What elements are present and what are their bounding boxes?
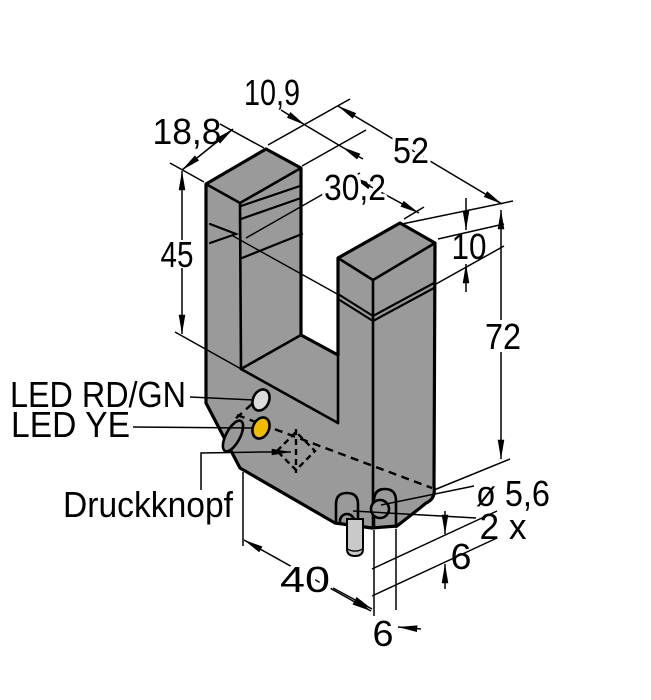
optical-window-line [239,196,303,221]
extension-line [219,123,265,149]
extension-line [401,200,514,225]
status-led-rd-gn [251,388,271,412]
sensor-body [204,147,437,558]
led-rd-gn-leader [189,396,255,401]
dim-10-9-arrow-left [280,109,306,126]
dim-label-overall-height: 72 [485,316,521,357]
body-edge-line [238,166,303,205]
body-edge-line [336,256,375,282]
body-edge-line [371,241,437,282]
teach-button-marker [275,430,317,472]
dim-label-hole-count: 2 x [480,506,527,547]
beam-axis-line [232,235,340,296]
dim-40-line [243,539,372,612]
led-ye-label: LED YE [11,404,130,445]
dim-6-bottom-arrow-left [332,587,373,610]
dim-label-hole-offset-bottom: 6 [373,613,394,654]
body-edge-line [239,333,303,371]
dim-label-arm-width: 10,9 [244,72,300,113]
optical-window-line [336,297,375,323]
dimension-lines [132,98,514,632]
extension-line [433,458,511,491]
dim-52-line [337,105,503,205]
dim-10-9-span [304,124,343,148]
led-rd-gn-label: LED RD/GN [10,374,186,415]
dim-label-housing-depth: 18,8 [153,111,222,152]
optical-window-line [371,286,436,323]
dim-label-hole-spacing: 40 [280,559,330,600]
mounting-notch-right [372,487,398,529]
beam-direction-arrow-icon [208,222,240,245]
dim-label-slot-depth: 45 [161,234,194,275]
push-button-label: Druckknopf [63,484,234,525]
extension-line [371,510,498,570]
body-edge-lines [204,166,437,529]
extension-line [267,98,351,146]
optical-window-line [371,281,436,318]
extension-line [403,206,425,220]
dim-label-overall-length: 52 [393,130,429,171]
body-edge-line [204,182,242,205]
extension-line [437,223,505,240]
dim-6-bottom-arrow-right [397,625,422,632]
extension-line [371,537,498,597]
led-ye-leader [132,426,253,429]
mounting-hole-circle [369,498,391,520]
optical-window-lines [239,184,436,323]
dim-label-slot-width: 30,2 [324,167,386,208]
optical-window-line [336,292,375,318]
dim-label-beam-offset: 10 [452,226,487,267]
dimension-labels: 10,9 18,8 52 30,2 45 10 72 ø 5,6 2 x 6 6… [153,72,551,654]
status-led-ye [251,416,271,440]
hidden-edge-dashed-short [233,403,253,421]
dim-10-9-arrow-right [341,146,364,160]
hole-diameter-leader [380,485,475,506]
extension-line [169,162,205,183]
dim-label-hole-diameter: ø 5,6 [476,473,550,514]
mounting-notch-left [334,491,360,524]
extension-line [174,331,244,371]
dim-18-8-line [181,128,234,171]
optical-window-line [239,184,302,208]
push-button-leader [200,451,263,490]
dim-30-2-line [352,176,420,214]
feature-labels: LED RD/GN LED YE Druckknopf [10,374,234,525]
optical-window-line [240,232,304,260]
dim-label-hole-offset-side: 6 [451,536,472,577]
hole-count-leader [352,510,477,519]
extension-line [301,129,367,167]
body-edge-line [239,367,340,425]
extension-line [435,245,505,285]
body-edge-line [238,201,243,371]
